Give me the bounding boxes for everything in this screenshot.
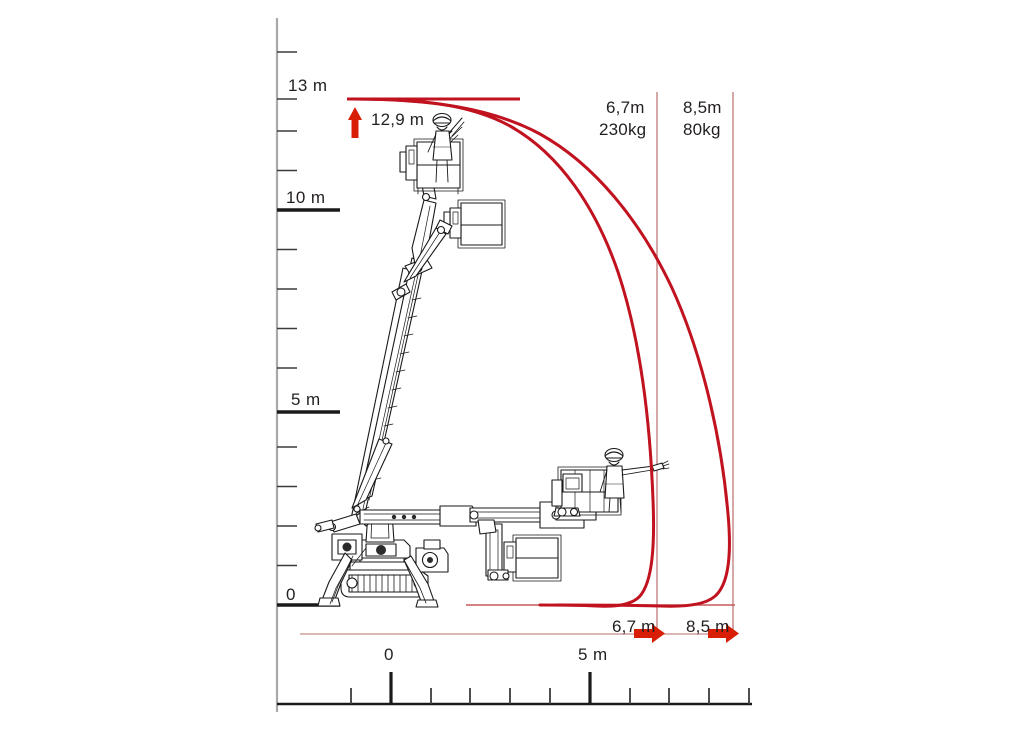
bottom-reach-label-8-5: 8,5 m: [686, 617, 730, 636]
x-axis-minor-ticks: [350, 688, 750, 704]
machine-illustration: [314, 112, 670, 608]
x-axis-major-ticks: [389, 672, 592, 704]
y-axis-minor-ticks: [277, 51, 297, 567]
y-tick-label-10: 10 m: [286, 188, 326, 207]
basket-top: [399, 138, 464, 195]
x-tick-label-0: 0: [384, 645, 394, 664]
y-tick-label-0: 0: [286, 585, 296, 604]
capacity-weight-label-230kg: 230kg: [599, 120, 647, 139]
operator-in-ground-basket: [599, 447, 670, 513]
y-tick-label-13: 13 m: [288, 76, 328, 95]
bottom-reach-label-6-7: 6,7 m: [612, 617, 656, 636]
working-envelope-curves: [350, 97, 731, 608]
up-arrow-icon: [348, 107, 362, 138]
capacity-weight-label-80kg: 80kg: [683, 120, 721, 139]
right-arrow-icon-8-5: [708, 624, 739, 643]
right-arrow-icon-6-7: [634, 624, 665, 643]
x-axis-group: [277, 672, 752, 706]
callout-arrows: [348, 107, 739, 643]
turret-body: [331, 533, 449, 573]
capacity-reach-label-6-7: 6,7m: [606, 98, 645, 117]
tracked-undercarriage: [340, 555, 429, 598]
main-boom-raised: [350, 257, 433, 520]
working-height-label: 12,9 m: [371, 110, 425, 129]
outrigger-legs: [317, 547, 439, 608]
x-tick-label-5: 5 m: [578, 645, 608, 664]
y-tick-label-5: 5 m: [291, 390, 321, 409]
basket-stowed: [477, 519, 562, 582]
lower-articulated-arm: [314, 513, 361, 533]
basket-mid: [391, 199, 506, 301]
capacity-reach-label-8-5: 8,5m: [683, 98, 722, 117]
envelope-curve-80kg: [350, 97, 731, 608]
operator-in-top-basket: [427, 112, 465, 183]
y-axis-group: [275, 18, 340, 712]
